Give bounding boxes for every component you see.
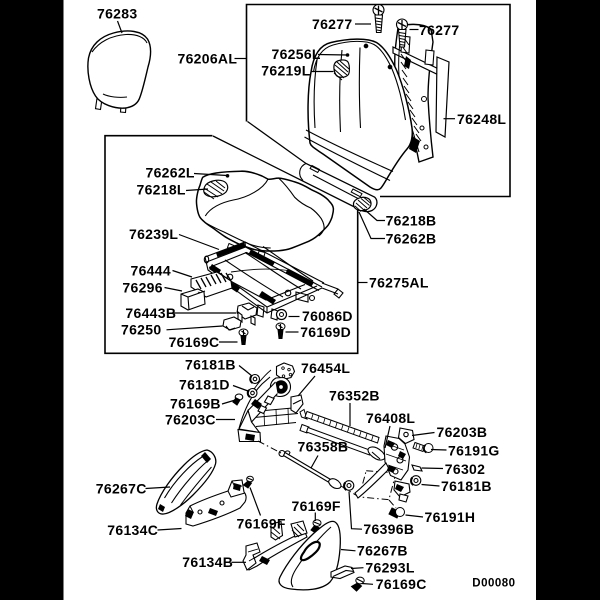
- svg-text:76169C: 76169C: [169, 334, 220, 350]
- svg-text:76275AL: 76275AL: [369, 274, 429, 290]
- svg-text:76408L: 76408L: [366, 410, 415, 426]
- svg-text:76293L: 76293L: [365, 559, 414, 575]
- svg-text:76262B: 76262B: [386, 231, 437, 247]
- svg-text:76218B: 76218B: [386, 213, 437, 229]
- svg-text:76444: 76444: [131, 262, 171, 278]
- svg-text:76181B: 76181B: [441, 478, 492, 494]
- svg-text:76181D: 76181D: [179, 376, 230, 392]
- svg-text:76134C: 76134C: [107, 522, 158, 538]
- svg-text:76169F: 76169F: [237, 515, 286, 531]
- svg-text:76250: 76250: [121, 321, 161, 337]
- svg-text:76256L: 76256L: [272, 46, 321, 62]
- svg-text:76454L: 76454L: [301, 360, 350, 376]
- svg-text:76296: 76296: [122, 279, 162, 295]
- svg-text:76191H: 76191H: [425, 509, 476, 525]
- svg-text:76206AL: 76206AL: [178, 51, 238, 67]
- svg-text:76239L: 76239L: [129, 226, 178, 242]
- svg-text:76169F: 76169F: [292, 498, 341, 514]
- svg-text:76396B: 76396B: [363, 521, 414, 537]
- svg-text:76262L: 76262L: [146, 165, 195, 181]
- svg-text:76283: 76283: [97, 6, 137, 22]
- svg-text:76352B: 76352B: [329, 387, 380, 403]
- svg-text:76169C: 76169C: [376, 576, 427, 592]
- svg-text:76358B: 76358B: [298, 438, 349, 454]
- svg-text:76302: 76302: [445, 461, 485, 477]
- svg-text:76169B: 76169B: [170, 395, 221, 411]
- svg-text:76203B: 76203B: [437, 424, 488, 440]
- svg-text:76181B: 76181B: [185, 356, 236, 372]
- svg-text:76219L: 76219L: [261, 63, 310, 79]
- svg-text:76267B: 76267B: [357, 543, 408, 559]
- svg-text:76277: 76277: [419, 22, 459, 38]
- svg-text:76248L: 76248L: [457, 111, 506, 127]
- svg-text:76134B: 76134B: [182, 554, 233, 570]
- svg-text:76086D: 76086D: [302, 308, 353, 324]
- svg-text:D00080: D00080: [472, 577, 515, 589]
- svg-text:76277: 76277: [312, 16, 352, 32]
- svg-text:76443B: 76443B: [125, 305, 176, 321]
- svg-text:76191G: 76191G: [448, 443, 500, 459]
- svg-text:76218L: 76218L: [137, 182, 186, 198]
- svg-text:76203C: 76203C: [165, 411, 216, 427]
- svg-text:76169D: 76169D: [300, 324, 351, 340]
- svg-text:76267C: 76267C: [96, 480, 147, 496]
